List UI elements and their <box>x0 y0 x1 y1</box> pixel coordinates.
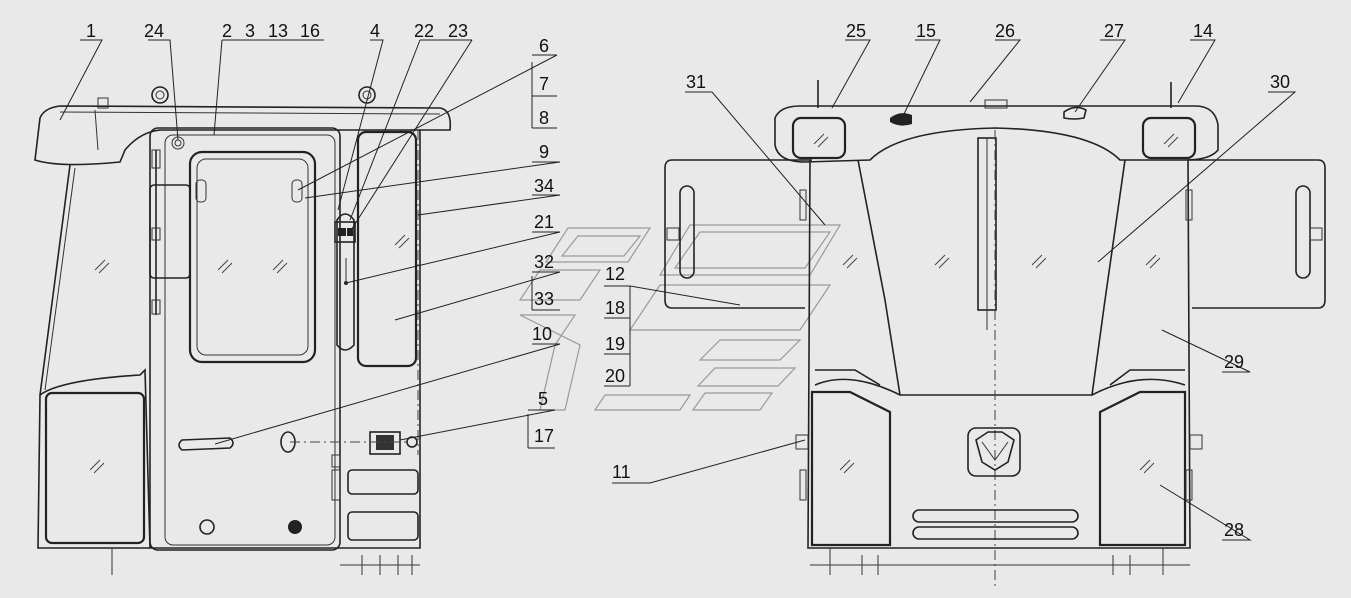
callout-30: 30 <box>1270 72 1290 92</box>
wiper <box>336 213 355 351</box>
callout-28: 28 <box>1224 520 1244 540</box>
door-handle <box>178 437 234 451</box>
step-lower <box>347 511 419 541</box>
callout-26: 26 <box>995 21 1015 41</box>
cab-body-front <box>807 159 1191 549</box>
callout-12: 12 <box>605 264 625 284</box>
callout-4: 4 <box>370 21 380 41</box>
mirror-left <box>679 185 695 279</box>
callout-20: 20 <box>605 366 625 386</box>
roof-beacon <box>890 113 912 126</box>
mirror-arm-left <box>664 159 812 309</box>
switch-block <box>338 228 346 236</box>
callout-34: 34 <box>534 176 554 196</box>
roof-side <box>34 105 452 166</box>
rear-side-window <box>356 130 418 368</box>
callout-17: 17 <box>534 426 554 446</box>
cab-front-view <box>664 80 1326 590</box>
callout-27: 27 <box>1104 21 1124 41</box>
callout-24: 24 <box>144 21 164 41</box>
cab-door <box>149 127 341 551</box>
cab-side-view <box>34 86 452 575</box>
callout-10: 10 <box>532 324 552 344</box>
callout-22: 22 <box>414 21 434 41</box>
callout-8: 8 <box>539 108 549 128</box>
callout-7: 7 <box>539 74 549 94</box>
side-mirror <box>149 184 191 279</box>
callout-labels: 1 24 2 3 13 16 4 22 23 6 7 8 9 34 21 32 … <box>86 21 1290 540</box>
callout-16: 16 <box>300 21 320 41</box>
callout-3: 3 <box>245 21 255 41</box>
callout-31: 31 <box>686 72 706 92</box>
callout-2: 2 <box>222 21 232 41</box>
door-plug <box>288 520 302 534</box>
callout-5: 5 <box>538 389 548 409</box>
callout-32: 32 <box>534 252 554 272</box>
callout-14: 14 <box>1193 21 1213 41</box>
grille-bar-2 <box>912 526 1079 540</box>
callout-33: 33 <box>534 289 554 309</box>
roof-front <box>774 105 1219 163</box>
door-window <box>188 150 317 364</box>
front-lower-glass <box>44 391 146 545</box>
mirror-right <box>1295 185 1311 279</box>
roof-lamp-left <box>791 116 847 160</box>
callout-23: 23 <box>448 21 468 41</box>
callout-6: 6 <box>539 36 549 56</box>
callout-15: 15 <box>916 21 936 41</box>
callout-13: 13 <box>268 21 288 41</box>
callout-21: 21 <box>534 212 554 232</box>
roof-lamp-right <box>358 86 376 104</box>
callout-19: 19 <box>605 334 625 354</box>
roof-lamp-left <box>151 86 169 104</box>
lower-right-glass <box>1098 390 1187 547</box>
callout-29: 29 <box>1224 352 1244 372</box>
callout-9: 9 <box>539 142 549 162</box>
mirror-arm-right <box>1188 159 1326 309</box>
roof-lamp-right <box>1141 116 1197 160</box>
brand-logo <box>967 427 1021 477</box>
callout-18: 18 <box>605 298 625 318</box>
callout-1: 1 <box>86 21 96 41</box>
lock-block <box>369 431 401 455</box>
grille-bar-1 <box>912 509 1079 523</box>
step-upper <box>347 469 419 495</box>
callout-11: 11 <box>612 462 631 482</box>
lower-left-glass <box>810 390 892 547</box>
leader-lines <box>59 39 1297 541</box>
callout-25: 25 <box>846 21 866 41</box>
cab-body-side <box>37 130 421 549</box>
